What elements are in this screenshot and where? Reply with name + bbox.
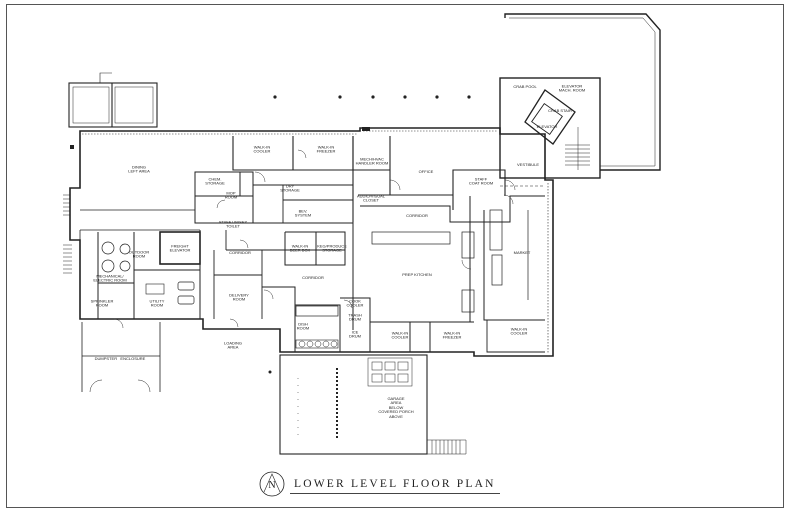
page-title: LOWER LEVEL FLOOR PLAN [294, 478, 496, 490]
room-label-mop-room: MOP ROOM [224, 190, 238, 200]
garage-outline [279, 354, 428, 455]
room-label-walkin-freezer-top: WALK-IN FREEZER [316, 144, 336, 154]
room-label-walkin-cooler-bottom: WALK-IN COOLER [391, 330, 409, 340]
room-label-audio-visual: AUDIO/VISUAL CLOSET [356, 193, 386, 203]
room-label-dry-storage: DRY STORAGE [280, 183, 300, 193]
room-label-mech-room: MECH/HVAC HANDLER ROOM [355, 156, 389, 166]
room-label-bev-system: BEV. SYSTEM [294, 208, 312, 218]
room-label-staff-coat-room: STAFF COAT ROOM [468, 176, 494, 186]
exterior-wall [69, 127, 554, 357]
room-label-crab-pool: CRAB POOL [513, 83, 537, 89]
exterior-deck-outline [504, 13, 661, 171]
stair-tower [499, 77, 601, 179]
room-label-vestibule: VESTIBULE [516, 161, 540, 167]
room-label-freight-elevator: FREIGHT ELEVATOR [169, 243, 191, 253]
north-arrow-icon: N [259, 471, 285, 497]
room-label-chem-storage: CHEM. STORAGE [205, 176, 225, 186]
room-label-corridor-left: CORRIDOR [229, 249, 251, 255]
room-label-elevator-mach: ELEVATOR MACH. ROOM [558, 83, 586, 93]
room-label-walkin-cooler-market: WALK-IN COOLER [510, 326, 528, 336]
room-label-mechanical: MECHANICAL/ ELECTRIC ROOM [93, 273, 127, 283]
room-label-garage: GARAGE AREA BELOW COVERED PORCH ABOVE [378, 395, 414, 419]
room-label-delivery-room: DELIVERY ROOM [229, 292, 249, 302]
room-label-dish-room: DISH ROOM [296, 321, 310, 331]
room-label-walkin-cooler-top: WALK-IN COOLER [253, 144, 271, 154]
room-label-staff-toilet: STAFF UNISEX TOILET [218, 219, 248, 229]
room-label-trash: TRASH DRUM [348, 312, 362, 322]
room-label-walkin-freezer-bottom: WALK-IN FREEZER [442, 330, 462, 340]
room-label-office: OFFICE [418, 168, 434, 174]
room-label-cook-cooler: COOK COOLER [346, 298, 364, 308]
rooftop-unit-boxes [68, 82, 158, 128]
room-label-walkin-beer: WALK-IN BEER BOX [289, 243, 311, 253]
room-label-corridor-mid: CORRIDOR [302, 274, 324, 280]
room-label-keg-storage: KEG/PRODUCE STORAGE [317, 243, 347, 253]
room-label-outdoor-room: OUTDOOR ROOM [128, 249, 150, 259]
room-label-ice-drum: ICE DRUM [349, 329, 361, 339]
drawing-border [6, 4, 784, 508]
room-label-prep-kitchen: PREP KITCHEN [402, 271, 432, 277]
room-label-elevator: ELEVATOR [536, 123, 558, 129]
north-letter: N [268, 480, 275, 491]
room-label-market: MARKET [513, 249, 531, 255]
room-label-corridor-upper: CORRIDOR [406, 212, 428, 218]
room-label-dumpster: DUMPSTER ENCLOSURE [94, 355, 146, 361]
title-underline [290, 493, 500, 494]
room-label-dining: DINING LEFT AREA [128, 164, 150, 174]
room-label-sprinkler-room: SPRINKLER ROOM [90, 298, 114, 308]
room-label-loading: LOADING AREA [223, 340, 243, 350]
room-label-crab-stair: CRAB STAIR [548, 107, 572, 113]
room-label-utility-room: UTILITY ROOM [149, 298, 165, 308]
